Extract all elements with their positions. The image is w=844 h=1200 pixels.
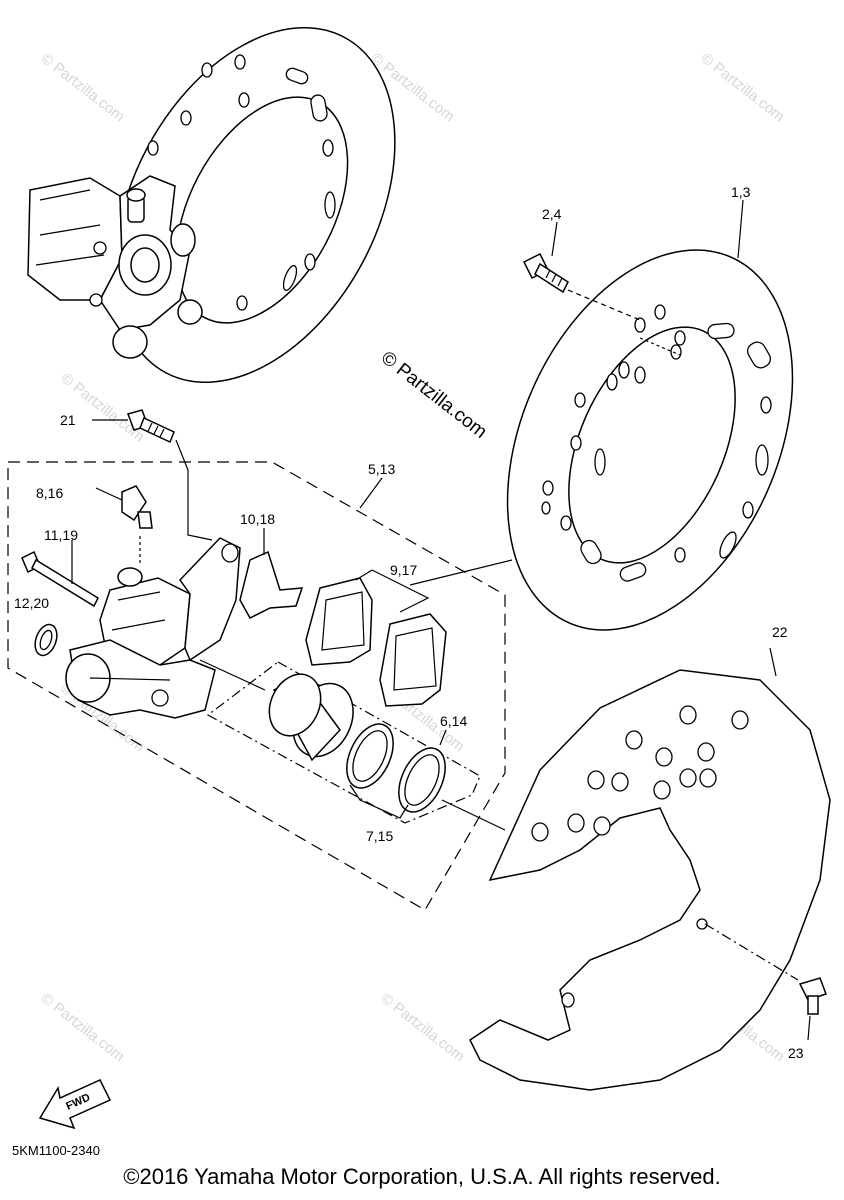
bleed-screw [95,485,153,565]
callout-1-3: 1,3 [731,184,751,200]
brake-pad-set [305,569,447,707]
exploded-parts-diagram: © Partzilla.com © Partzilla.com © Partzi… [7,26,831,1130]
callout-11-19: 11,19 [44,527,78,543]
callout-23: 23 [788,1045,804,1061]
assembled-caliper-body [27,177,123,301]
watermark: © Partzilla.com [58,370,148,446]
leader-9-17-disc [409,559,513,586]
brake-disc [506,249,794,631]
assembled-brake-illustration [27,26,396,384]
watermark: © Partzilla.com [698,50,788,126]
watermark: © Partzilla.com [38,50,128,126]
callout-7-15: 7,15 [366,828,393,844]
caliper-pin [21,540,99,608]
callout-10-18: 10,18 [240,511,275,527]
disc-guard [469,647,831,1091]
leader-2-4 [551,221,558,257]
disc-guard-bolt [798,977,827,1041]
callout-2-4: 2,4 [542,206,562,222]
piston-seal-kit-boundary [206,661,481,824]
leader-1-3 [737,199,744,259]
copyright-notice: ©2016 Yamaha Motor Corporation, U.S.A. A… [123,1164,721,1189]
pad-support-plate [239,550,304,619]
leader-5-13 [359,477,383,509]
center-watermark: © Partzilla.com [377,347,491,442]
callout-9-17: 9,17 [390,562,417,578]
piston-seals [346,723,506,831]
watermark: © Partzilla.com [378,990,468,1066]
callout-21: 21 [60,412,76,428]
caliper-assembly-boundary [7,461,506,911]
caliper-body [65,537,266,719]
forward-arrow-icon: FWD [38,1079,112,1130]
callout-22: 22 [772,624,788,640]
callout-12-20: 12,20 [14,595,49,611]
watermark: © Partzilla.com [38,990,128,1066]
disc-bolt [522,252,681,356]
caliper-mounting-bolt [127,409,213,541]
callout-5-13: 5,13 [368,461,395,477]
callout-6-14: 6,14 [440,713,467,729]
caliper-piston [268,673,354,762]
diagram-code: 5KM1100-2340 [12,1143,100,1158]
callout-8-16: 8,16 [36,485,63,501]
